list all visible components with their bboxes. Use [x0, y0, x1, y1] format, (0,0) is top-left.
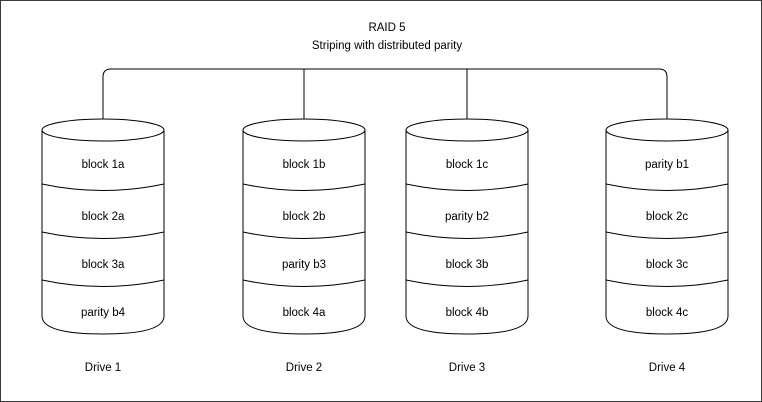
drive-3-divider-2	[405, 231, 529, 239]
drive-1-body	[41, 129, 165, 335]
drive-1-block-4: parity b4	[81, 307, 126, 319]
drive-2-block-2: block 2b	[283, 211, 326, 223]
drive-4-block-3: block 3c	[646, 259, 688, 271]
drive-4-block-2: block 2c	[646, 211, 688, 223]
drive-2-block-3: parity b3	[282, 259, 326, 271]
drive-3-block-1: block 1c	[446, 159, 488, 171]
drive-4-divider-1	[605, 183, 729, 191]
bus-rail	[102, 68, 668, 119]
drive-3[interactable]: block 1c parity b2 block 3b block 4b Dri…	[405, 118, 529, 374]
drive-4[interactable]: parity b1 block 2c block 3c block 4c Dri…	[605, 118, 729, 374]
title-line-1: RAID 5	[368, 22, 405, 34]
drive-3-body	[405, 129, 529, 335]
drive-2-divider-3	[242, 279, 366, 287]
drive-4-block-4: block 4c	[646, 307, 688, 319]
drive-2[interactable]: block 1b block 2b parity b3 block 4a Dri…	[242, 118, 366, 374]
drive-2-divider-1	[242, 183, 366, 191]
title-line-2: Striping with distributed parity	[312, 40, 462, 52]
drive-1-label: Drive 1	[85, 362, 121, 374]
drive-4-block-1: parity b1	[645, 159, 689, 171]
controller-bus	[102, 68, 668, 119]
drive-2-block-1: block 1b	[283, 159, 326, 171]
drive-3-top-ellipse	[405, 118, 529, 142]
drive-2-top-ellipse	[242, 118, 366, 142]
diagram-title: RAID 5 Striping with distributed parity	[312, 22, 462, 52]
drive-1-divider-2	[41, 231, 165, 239]
drive-2-body	[242, 129, 366, 335]
drive-4-body	[605, 129, 729, 335]
drive-1[interactable]: block 1a block 2a block 3a parity b4 Dri…	[41, 118, 165, 374]
drive-3-block-2: parity b2	[445, 211, 489, 223]
drive-1-divider-1	[41, 183, 165, 191]
drive-3-divider-3	[405, 279, 529, 287]
drive-3-block-4: block 4b	[446, 307, 489, 319]
drive-4-label: Drive 4	[649, 362, 686, 374]
drive-1-block-2: block 2a	[82, 211, 125, 223]
drive-2-label: Drive 2	[286, 362, 322, 374]
drive-1-block-1: block 1a	[82, 159, 125, 171]
drive-4-divider-3	[605, 279, 729, 287]
drive-3-label: Drive 3	[449, 362, 485, 374]
drive-2-block-4: block 4a	[283, 307, 326, 319]
drive-4-top-ellipse	[605, 118, 729, 142]
drive-1-divider-3	[41, 279, 165, 287]
drive-1-block-3: block 3a	[82, 259, 125, 271]
drive-1-top-ellipse	[41, 118, 165, 142]
drive-3-divider-1	[405, 183, 529, 191]
drive-2-divider-2	[242, 231, 366, 239]
drive-3-block-3: block 3b	[446, 259, 489, 271]
drive-4-divider-2	[605, 231, 729, 239]
